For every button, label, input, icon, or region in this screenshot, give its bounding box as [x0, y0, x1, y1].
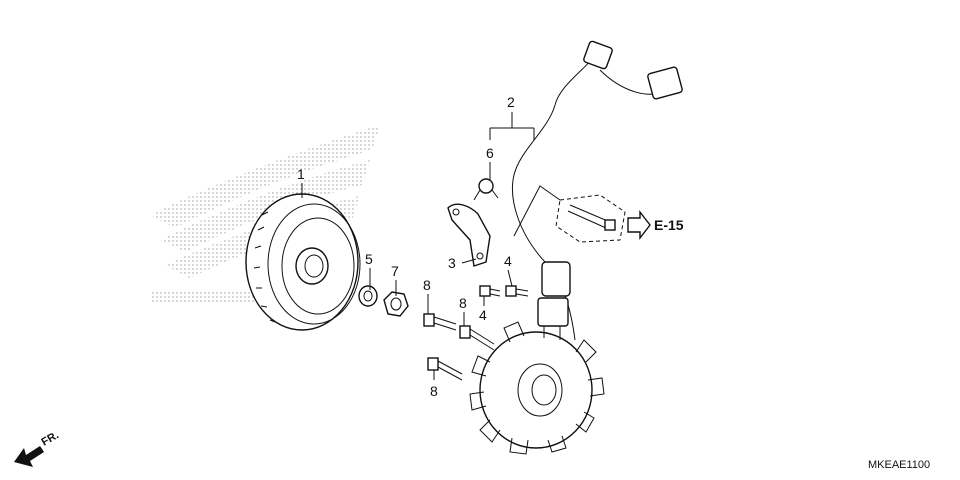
bolt-short-upper[interactable] [479, 285, 501, 297]
callout-7: 7 [391, 263, 399, 279]
callout-4-upper: 4 [504, 253, 512, 269]
stator[interactable] [469, 321, 605, 455]
callout-5: 5 [365, 251, 373, 267]
bolt-long-2[interactable] [459, 325, 495, 351]
callout-1: 1 [297, 166, 305, 182]
callout-6: 6 [486, 145, 494, 161]
bolt-long-1[interactable] [423, 313, 457, 331]
front-direction-arrow [14, 446, 44, 467]
reference-arrow [627, 209, 651, 241]
harness-clip[interactable] [473, 178, 499, 201]
flange-nut[interactable] [383, 291, 409, 317]
bolt-long-3[interactable] [427, 357, 463, 381]
callout-8-a: 8 [423, 277, 431, 293]
reference-bolt [513, 185, 626, 243]
wire-harness[interactable] [512, 40, 683, 341]
front-direction-label: FR. [40, 429, 61, 448]
callout-4-lower: 4 [479, 307, 487, 323]
harness-bracket[interactable] [447, 203, 491, 267]
washer[interactable] [358, 285, 378, 307]
callout-2: 2 [507, 94, 515, 110]
callout-8-b: 8 [459, 295, 467, 311]
leader-lines [301, 112, 535, 380]
callout-8-c: 8 [430, 383, 438, 399]
flywheel-rotor[interactable] [245, 193, 361, 331]
reference-label[interactable]: E-15 [654, 217, 684, 233]
bolt-short-lower[interactable] [505, 285, 529, 297]
callout-3: 3 [448, 255, 456, 271]
diagram-code: MKEAE1100 [868, 459, 930, 471]
